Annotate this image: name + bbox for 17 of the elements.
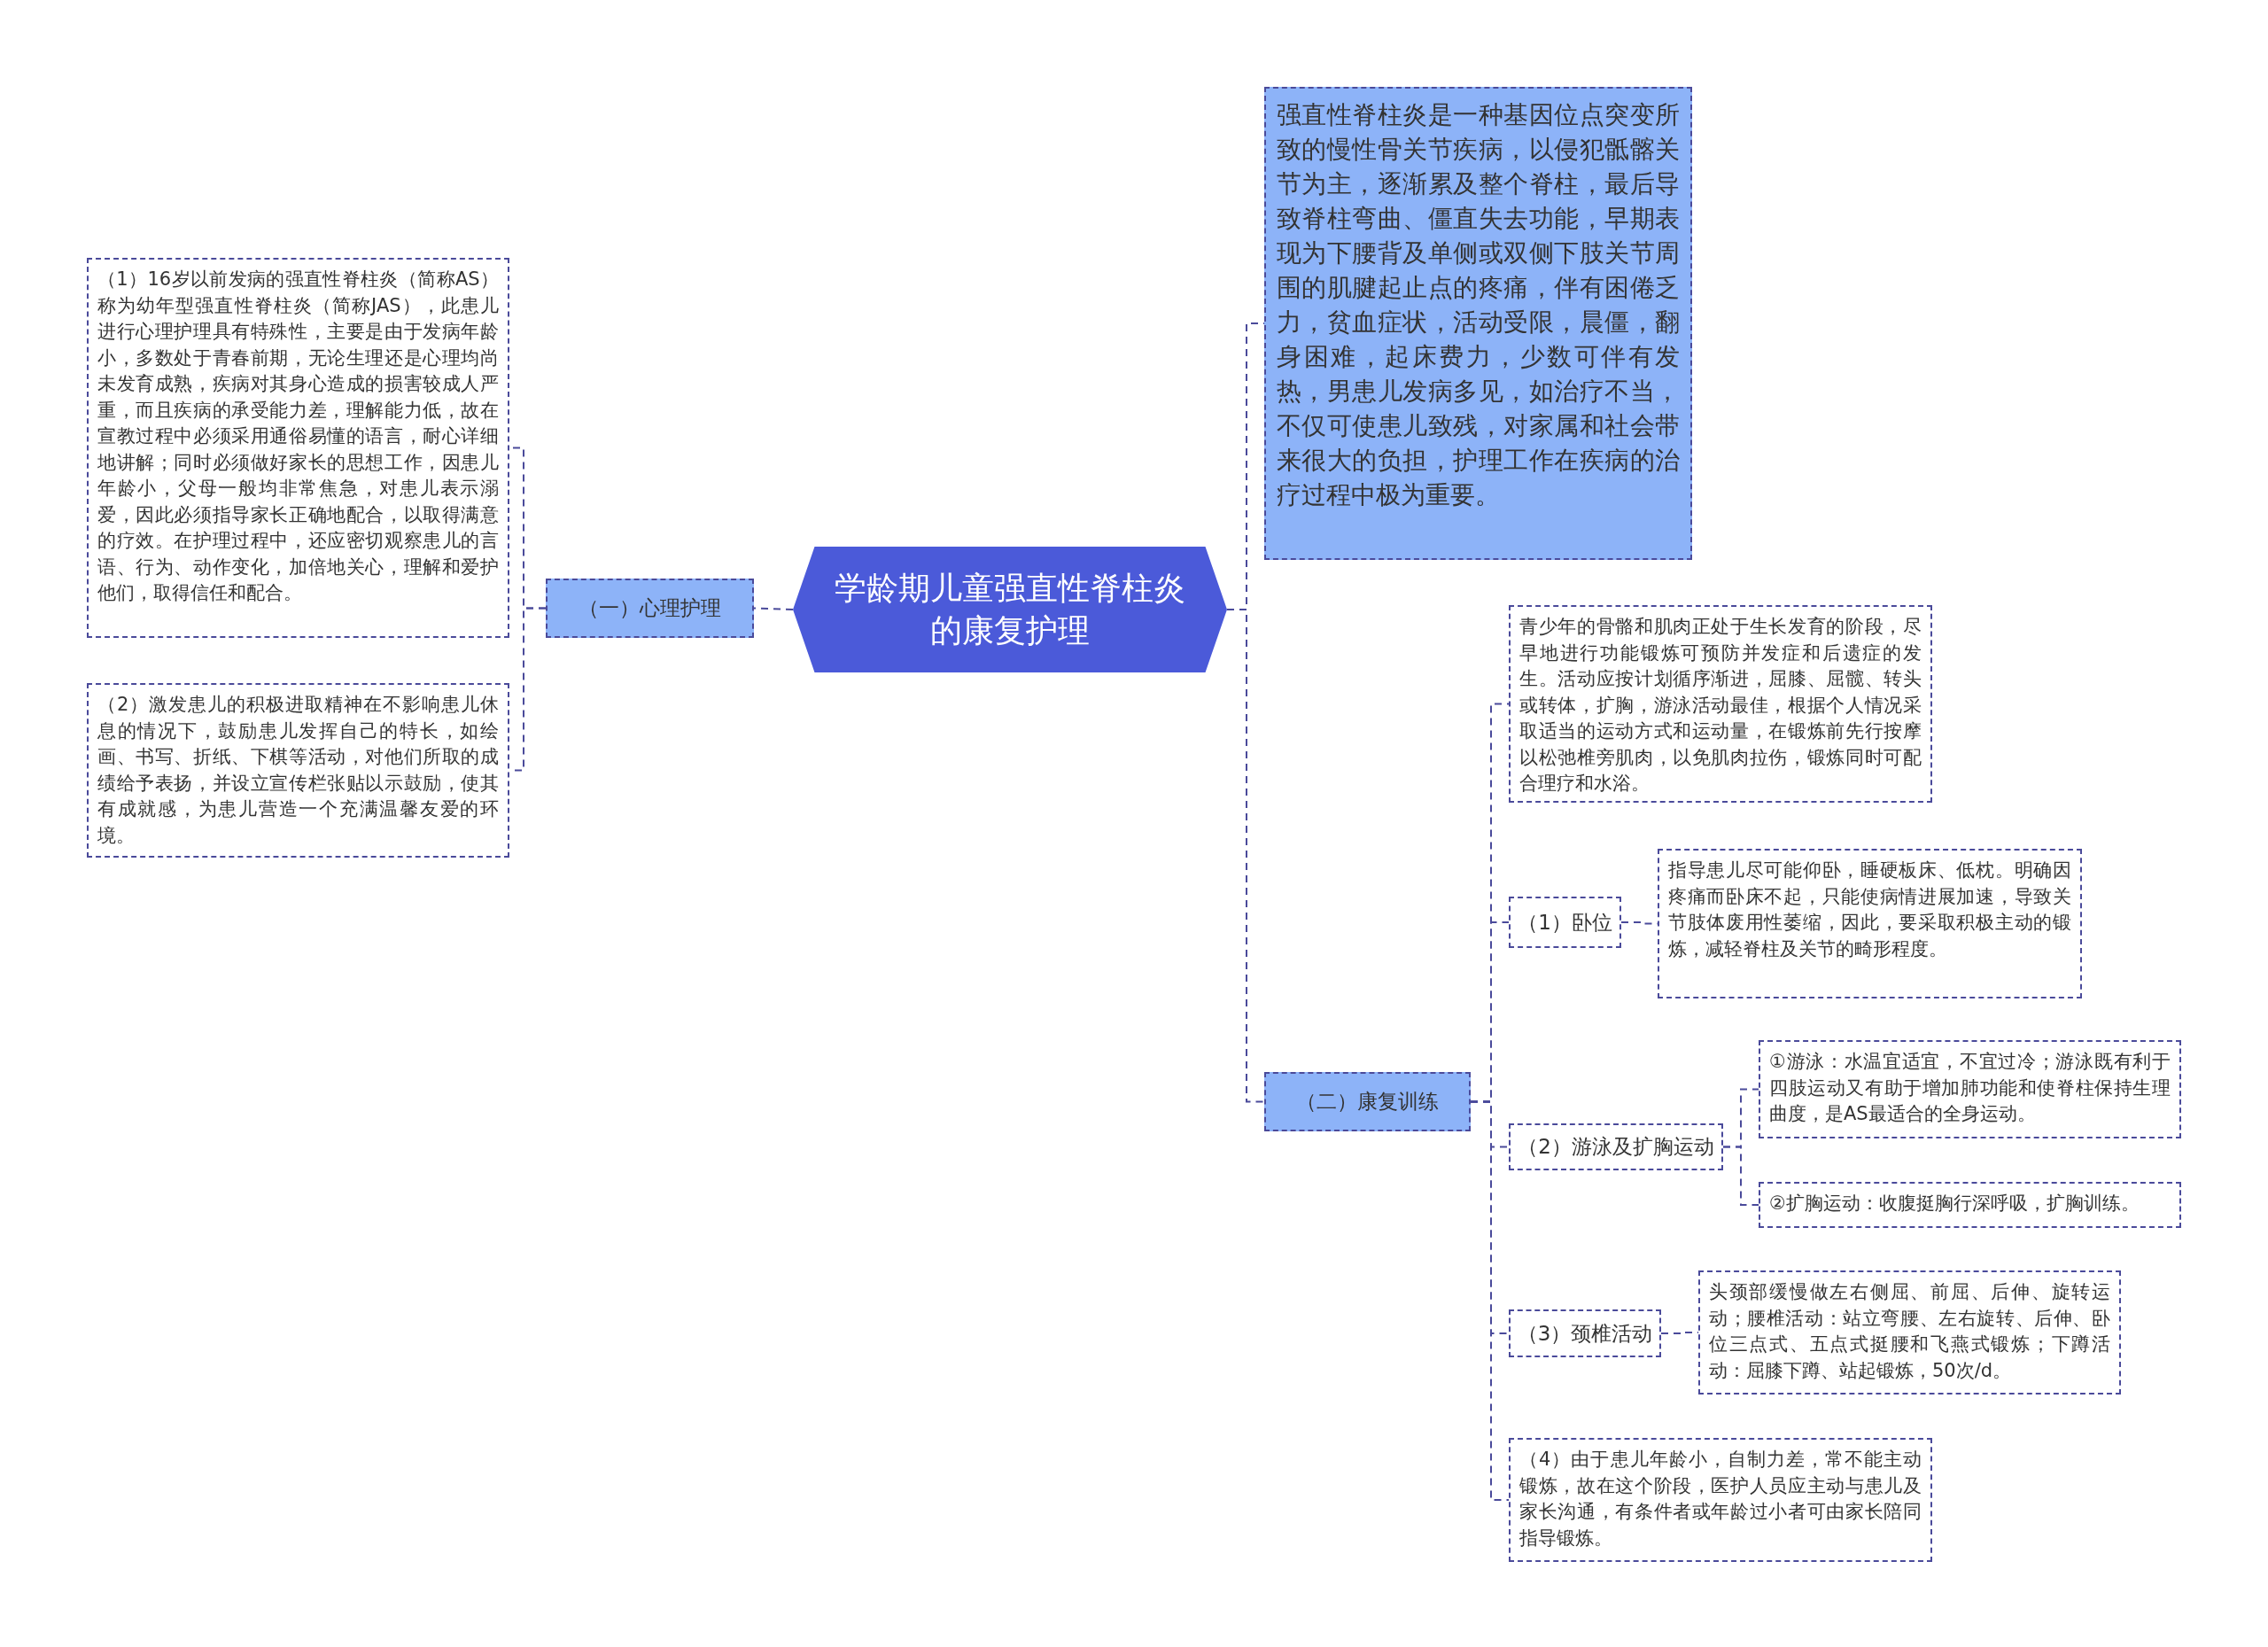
connector (753, 607, 794, 610)
note-box: ①游泳：水温宜适宜，不宜过冷；游泳既有利于四肢运动又有助于增加肺功能和使脊柱保持生理曲度，是AS最适合的全身运动。 (1759, 1040, 2181, 1138)
note-box: ②扩胸运动：收腹挺胸行深呼吸，扩胸训练。 (1759, 1182, 2181, 1228)
branch-box: （一）心理护理 (546, 579, 754, 638)
subtopic-box: （1）卧位 (1509, 897, 1621, 948)
subtopic-box: （2）游泳及扩胸运动 (1509, 1123, 1723, 1170)
note-box: （2）激发患儿的积极进取精神在不影响患儿休息的情况下，鼓励患儿发挥自己的特长，如绘画、书写、折纸、下棋等活动，对他们所取的成绩给予表扬，并设立宣传栏张贴以示鼓励，使其有成就感，为患儿营造一个充满温馨友爱的环境。 (87, 683, 509, 858)
branch-box: （二）康复训练 (1264, 1072, 1471, 1131)
note-box: 青少年的骨骼和肌肉正处于生长发育的阶段，尽早地进行功能锻炼可预防并发症和后遗症的发生。活动应按计划循序渐进，屈膝、屈髋、转头或转体，扩胸，游泳活动最佳，根据个人情况采取适当的运动方式和运动量，在锻炼前先行按摩以松弛椎旁肌肉，以免肌肉拉伤，锻炼同时可配合理疗和水浴。 (1509, 605, 1932, 803)
connector (1722, 1146, 1759, 1206)
note-box: 强直性脊柱炎是一种基因位点突变所致的慢性骨关节疾病，以侵犯骶髂关节为主，逐渐累及整个脊柱，最后导致脊柱弯曲、僵直失去功能，早期表现为下腰背及单侧或双侧下肢关节周围的肌腱起止点的疼痛，伴有困倦乏力，贫血症状，活动受限，晨僵，翻身困难，起床费力，少数可伴有发热，男患儿发病多见，如治疗不当，不仅可使患儿致残，对家属和社会带来很大的负担，护理工作在疾病的治疗过程中极为重要。 (1264, 87, 1692, 560)
note-box: （1）16岁以前发病的强直性脊柱炎（简称AS）称为幼年型强直性脊柱炎（简称JAS），此患儿进行心理护理具有特殊性，主要是由于发病年龄小，多数处于青春前期，无论生理还是心理均尚未发育成熟，疾病对其身心造成的损害较成人严重，而且疾病的承受能力差，理解能力低，故在宣教过程中必须采用通俗易懂的语言，耐心详细地讲解；同时必须做好家长的思想工作，因患儿年龄小，父母一般均非常焦急，对患儿表示溺爱，因此必须指导家长正确地配合，以取得满意的疗效。在护理过程中，还应密切观察患儿的言语、行为、动作变化，加倍地关心，理解和爱护他们，取得信任和配合。 (87, 258, 509, 638)
connector (1470, 1100, 1510, 1501)
subtopic-box: （3）颈椎活动 (1509, 1309, 1661, 1357)
note-box: （4）由于患儿年龄小，自制力差，常不能主动锻炼，故在这个阶段，医护人员应主动与患儿及家长沟通，有条件者或年龄过小者可由家长陪同指导锻炼。 (1509, 1438, 1932, 1562)
note-box: 头颈部缓慢做左右侧屈、前屈、后伸、旋转运动；腰椎活动：站立弯腰、左右旋转、后伸、卧位三点式、五点式挺腰和飞燕式锻炼；下蹲活动：屈膝下蹲、站起锻炼，50次/d。 (1698, 1270, 2121, 1395)
note-box: 指导患儿尽可能仰卧，睡硬板床、低枕。明确因疼痛而卧床不起，只能使病情进展加速，导致关节肢体废用性萎缩，因此，要采取积极主动的锻炼，减轻脊柱及关节的畸形程度。 (1658, 849, 2082, 998)
